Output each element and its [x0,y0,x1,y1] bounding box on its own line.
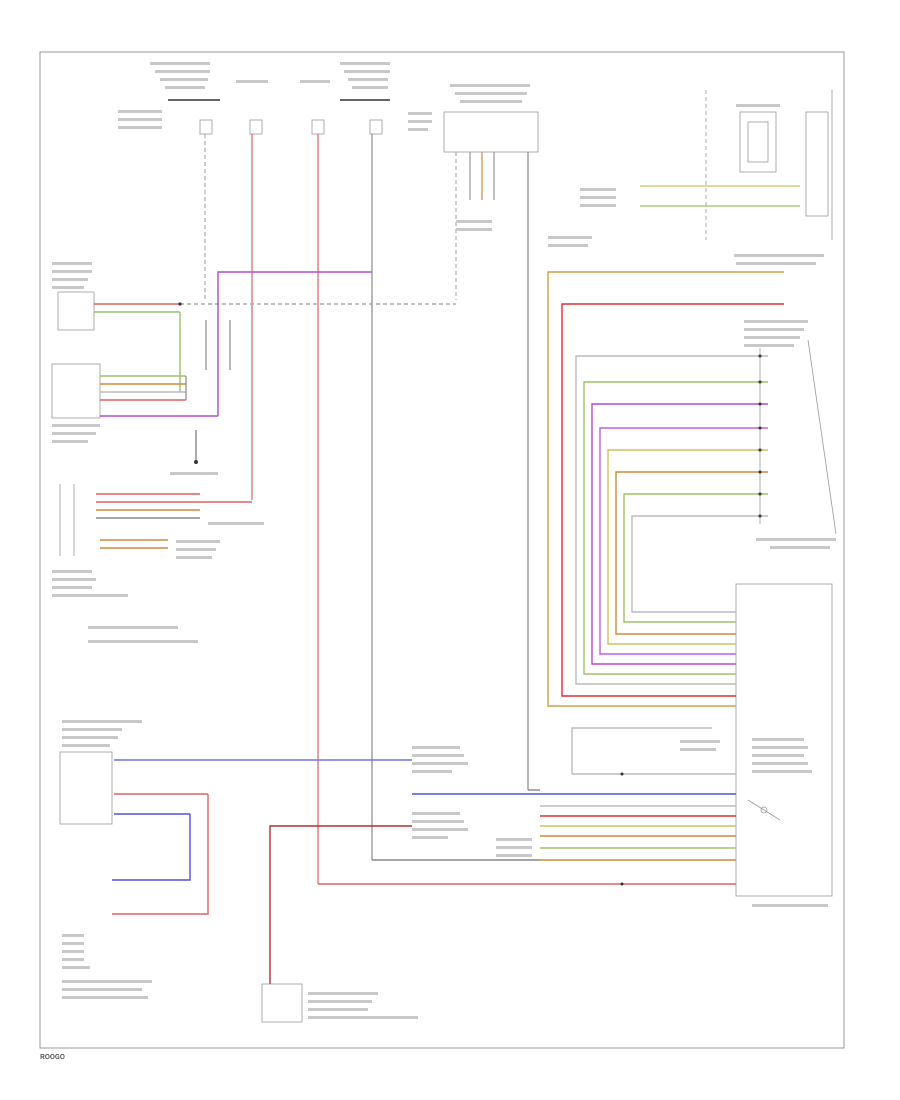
transmission-module [735,339,837,897]
instrument-cluster [640,90,833,240]
vertical-feed-wires [204,134,529,884]
top-power-feeds [168,99,539,153]
left-wire-bundle [94,271,456,462]
diagram-frame [39,51,845,1049]
right-wire-bundle [547,271,784,707]
label-blocks [52,62,836,1019]
footer-mark: ʀᴏᴏɢᴏ [40,1051,65,1061]
junction-dots [178,302,762,886]
lower-right-harness [269,727,736,984]
left-modules [51,291,303,1023]
lower-left-harness [96,493,412,915]
